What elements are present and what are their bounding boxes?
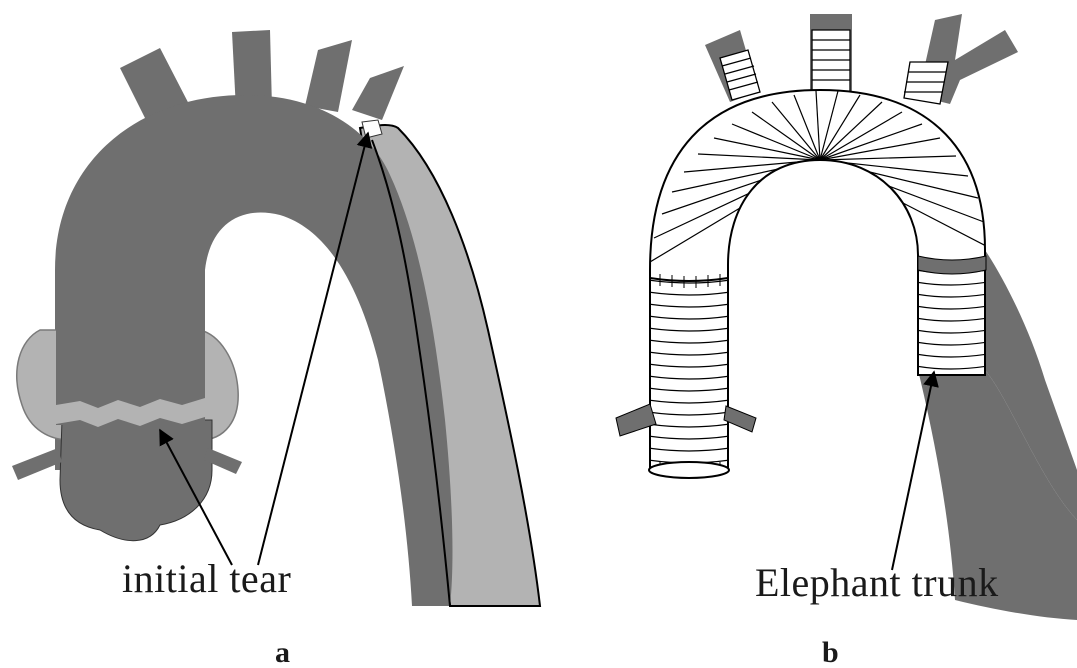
panel-b-diagram: Elephant trunk b	[616, 14, 1077, 668]
panel-label-a: a	[275, 636, 290, 668]
panel-a-diagram: initial tear a	[12, 30, 540, 668]
annotation-elephant-trunk: Elephant trunk	[755, 560, 999, 605]
arrow-to-elephant-trunk	[892, 372, 934, 570]
graft-proximal-end	[649, 462, 729, 478]
aortic-root	[60, 420, 212, 541]
coronary-artery-left	[12, 448, 62, 480]
annotation-initial-tear: initial tear	[122, 556, 291, 601]
panel-label-b: b	[822, 636, 839, 668]
